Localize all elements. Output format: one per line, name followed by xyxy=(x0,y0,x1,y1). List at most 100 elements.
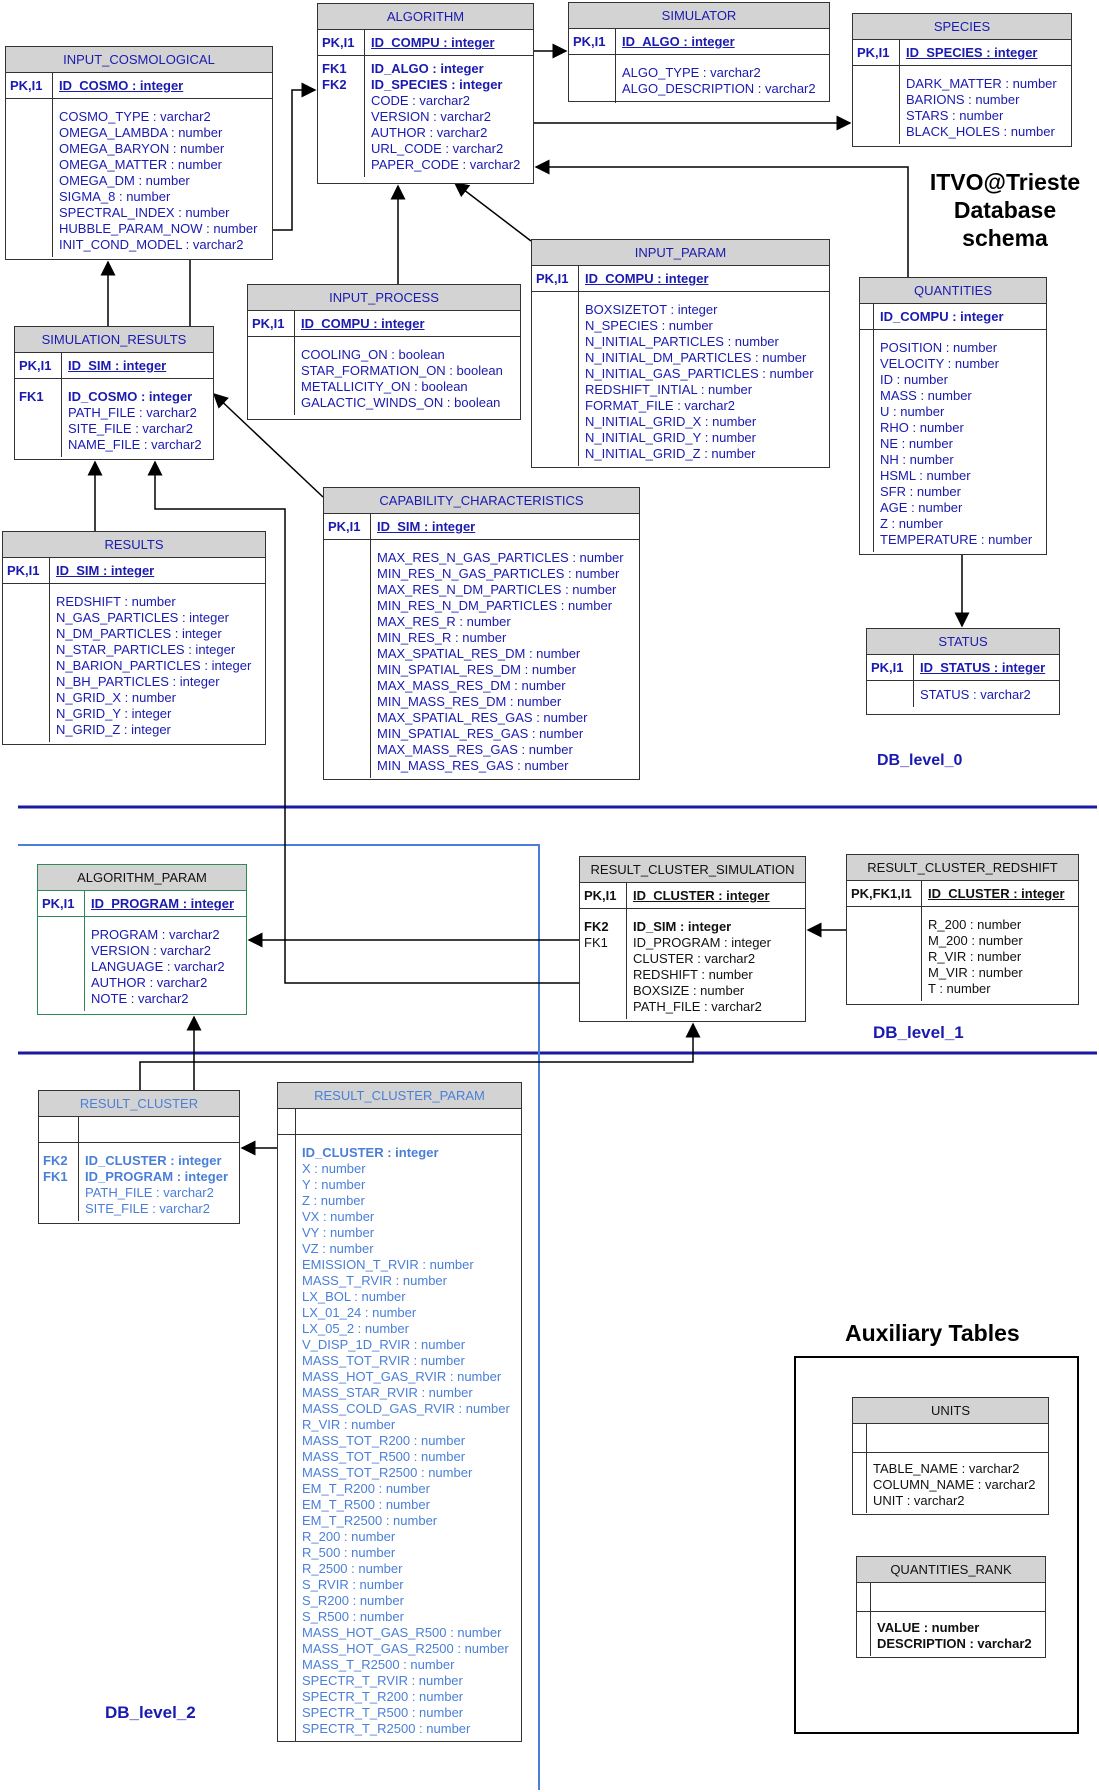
field: STATUS : varchar2 xyxy=(920,687,1031,702)
field: R_VIR : number xyxy=(928,949,1022,964)
table-algorithm[interactable]: ALGORITHM PK,I1 ID_COMPU : integer FK1 F… xyxy=(317,3,534,184)
diagram-title-line-1: ITVO@Trieste xyxy=(929,169,1081,195)
field-list: BOXSIZETOT : integer N_SPECIES : number … xyxy=(579,292,829,466)
field-list: ID_CLUSTER : integer ID_PROGRAM : intege… xyxy=(79,1143,239,1221)
field: LX_01_24 : number xyxy=(302,1305,417,1320)
field: R_200 : number xyxy=(302,1529,396,1544)
fk-keys: FK1 xyxy=(15,379,62,457)
field: EM_T_R500 : number xyxy=(302,1497,430,1512)
field: CODE : varchar2 xyxy=(371,93,470,108)
relationship-connector xyxy=(534,159,909,277)
table-input-process[interactable]: INPUT_PROCESS PK,I1 ID_COMPU : integer C… xyxy=(247,284,521,420)
field: TEMPERATURE : number xyxy=(880,532,1033,547)
field: MASS_TOT_R500 : number xyxy=(302,1449,466,1464)
pk-key: PK,I1 xyxy=(248,311,295,336)
table-result-cluster-simulation[interactable]: RESULT_CLUSTER_SIMULATION PK,I1 ID_CLUST… xyxy=(579,856,806,1022)
field-list: COOLING_ON : boolean STAR_FORMATION_ON :… xyxy=(295,337,520,415)
fk-key: FK1 xyxy=(19,389,44,404)
field: MASS_T_RVIR : number xyxy=(302,1273,447,1288)
pk-field: ID_COMPU : integer xyxy=(301,316,425,331)
pk-key: PK,I1 xyxy=(6,73,53,98)
field-list: VALUE : number DESCRIPTION : varchar2 xyxy=(871,1612,1045,1656)
field: MIN_MASS_RES_GAS : number xyxy=(377,758,569,773)
field: R_VIR : number xyxy=(302,1417,396,1432)
field-list: PROGRAM : varchar2 VERSION : varchar2 LA… xyxy=(85,917,246,1011)
pk-field: ID_COMPU : integer xyxy=(880,309,1004,324)
field: EMISSION_T_RVIR : number xyxy=(302,1257,474,1272)
fk-key: FK2 xyxy=(322,77,347,92)
table-simulator[interactable]: SIMULATOR PK,I1 ID_ALGO : integer ALGO_T… xyxy=(568,2,830,103)
table-title: UNITS xyxy=(853,1398,1048,1424)
field: ID_ALGO : integer xyxy=(371,61,484,76)
pk-key: PK,I1 xyxy=(3,558,50,583)
field: AGE : number xyxy=(880,500,963,515)
field: POSITION : number xyxy=(880,340,998,355)
table-results[interactable]: RESULTS PK,I1 ID_SIM : integer REDSHIFT … xyxy=(2,531,266,745)
pk-key: PK,I1 xyxy=(38,891,85,916)
field: GALACTIC_WINDS_ON : boolean xyxy=(301,395,501,410)
table-result-cluster-redshift[interactable]: RESULT_CLUSTER_REDSHIFT PK,FK1,I1 ID_CLU… xyxy=(846,854,1079,1005)
field: S_R200 : number xyxy=(302,1593,404,1608)
table-title: RESULT_CLUSTER xyxy=(39,1091,239,1117)
field: MASS_T_R2500 : number xyxy=(302,1657,455,1672)
table-species[interactable]: SPECIES PK,I1 ID_SPECIES : integer DARK_… xyxy=(852,13,1072,147)
field: MASS_HOT_GAS_R2500 : number xyxy=(302,1641,509,1656)
field: NE : number xyxy=(880,436,953,451)
field: OMEGA_BARYON : number xyxy=(59,141,225,156)
field: EM_T_R200 : number xyxy=(302,1481,430,1496)
field: NAME_FILE : varchar2 xyxy=(68,437,202,452)
field: COOLING_ON : boolean xyxy=(301,347,445,362)
diagram-title-line-2: Database xyxy=(953,197,1057,223)
field: V_DISP_1D_RVIR : number xyxy=(302,1337,466,1352)
table-quantities[interactable]: QUANTITIES ID_COMPU : integer POSITION :… xyxy=(859,277,1047,555)
field: SPECTRAL_INDEX : number xyxy=(59,205,230,220)
field: HSML : number xyxy=(880,468,971,483)
relationship-connector xyxy=(453,182,532,242)
table-title: RESULTS xyxy=(3,532,265,558)
pk-field: ID_SPECIES : integer xyxy=(906,45,1038,60)
field: FORMAT_FILE : varchar2 xyxy=(585,398,736,413)
field: NOTE : varchar2 xyxy=(91,991,189,1006)
pk-key: PK,I1 xyxy=(580,883,627,908)
pk-key: PK,I1 xyxy=(867,655,914,680)
table-simulation-results[interactable]: SIMULATION_RESULTS PK,I1 ID_SIM : intege… xyxy=(14,326,214,460)
field-list: DARK_MATTER : number BARIONS : number ST… xyxy=(900,66,1071,144)
table-status[interactable]: STATUS PK,I1 ID_STATUS : integer STATUS … xyxy=(866,628,1060,715)
table-input-cosmological[interactable]: INPUT_COSMOLOGICAL PK,I1 ID_COSMO : inte… xyxy=(5,46,273,260)
field: AUTHOR : varchar2 xyxy=(371,125,488,140)
field: METALLICITY_ON : boolean xyxy=(301,379,468,394)
field-list: ID_COSMO : integer PATH_FILE : varchar2 … xyxy=(62,379,213,457)
table-result-cluster-param[interactable]: RESULT_CLUSTER_PARAM ID_CLUSTER : intege… xyxy=(277,1082,522,1742)
table-input-param[interactable]: INPUT_PARAM PK,I1 ID_COMPU : integer BOX… xyxy=(531,239,830,468)
fk-key: FK2 xyxy=(43,1153,68,1168)
table-capability-characteristics[interactable]: CAPABILITY_CHARACTERISTICS PK,I1 ID_SIM … xyxy=(323,487,640,780)
field: STAR_FORMATION_ON : boolean xyxy=(301,363,503,378)
field: PATH_FILE : varchar2 xyxy=(633,999,762,1014)
table-title: QUANTITIES xyxy=(860,278,1046,304)
table-title: QUANTITIES_RANK xyxy=(857,1557,1045,1583)
fk-key: FK1 xyxy=(43,1169,68,1184)
field: VERSION : varchar2 xyxy=(91,943,211,958)
field: URL_CODE : varchar2 xyxy=(371,141,504,156)
field: ID : number xyxy=(880,372,948,387)
field: N_BARION_PARTICLES : integer xyxy=(56,658,252,673)
field: VZ : number xyxy=(302,1241,374,1256)
relationship-connector xyxy=(189,82,317,326)
fk-keys: FK2 FK1 xyxy=(580,909,627,1019)
pk-field: ID_PROGRAM : integer xyxy=(91,896,235,911)
field: TABLE_NAME : varchar2 xyxy=(873,1461,1020,1476)
table-algorithm-param[interactable]: ALGORITHM_PARAM PK,I1 ID_PROGRAM : integ… xyxy=(37,864,247,1015)
field: COLUMN_NAME : varchar2 xyxy=(873,1477,1036,1492)
field: ID_SPECIES : integer xyxy=(371,77,503,92)
field: ALGO_TYPE : varchar2 xyxy=(622,65,761,80)
field: SFR : number xyxy=(880,484,961,499)
field: ALGO_DESCRIPTION : varchar2 xyxy=(622,81,816,96)
table-units[interactable]: UNITS TABLE_NAME : varchar2 COLUMN_NAME … xyxy=(852,1397,1049,1515)
pk-field: ID_SIM : integer xyxy=(56,563,155,578)
table-result-cluster[interactable]: RESULT_CLUSTER FK2 FK1 ID_CLUSTER : inte… xyxy=(38,1090,240,1224)
field: REDSHIFT_INTIAL : number xyxy=(585,382,753,397)
field: MAX_MASS_RES_GAS : number xyxy=(377,742,573,757)
field: PROGRAM : varchar2 xyxy=(91,927,220,942)
table-quantities-rank[interactable]: QUANTITIES_RANK VALUE : number DESCRIPTI… xyxy=(856,1556,1046,1658)
